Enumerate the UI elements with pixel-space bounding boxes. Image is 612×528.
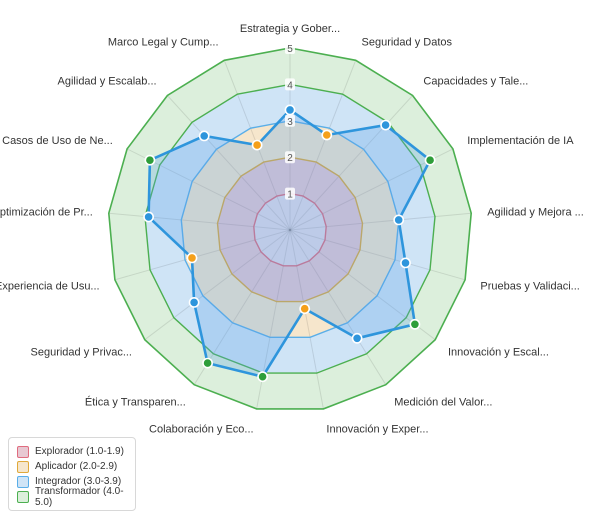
tick-label-bg xyxy=(285,151,295,164)
data-point xyxy=(393,214,405,226)
axis-label: Implementación de IA xyxy=(467,135,574,147)
axis-spoke xyxy=(144,229,291,341)
axis-label: Innovación y Escal... xyxy=(448,347,549,359)
data-point xyxy=(188,296,200,308)
legend-label: Aplicador (2.0-2.9) xyxy=(35,461,118,472)
axis-label: Colaboración y Eco... xyxy=(149,424,254,436)
axis-labels: Estrategia y Gober... Seguridad y DatosCa… xyxy=(0,23,584,436)
tick-label-bg xyxy=(285,187,295,200)
axis-label: Marco Legal y Cump... xyxy=(108,37,219,49)
data-point xyxy=(251,139,263,151)
axis-label: Agilidad y Escalab... xyxy=(58,76,157,88)
series-area xyxy=(147,108,432,379)
tick-label-bg xyxy=(285,42,295,54)
legend-swatch xyxy=(17,445,29,458)
legend-item-aplicador[interactable]: Aplicador (2.0-2.9) xyxy=(17,459,127,474)
legend-label: Integrador (3.0-3.9) xyxy=(35,476,122,487)
data-point xyxy=(400,257,411,269)
axis-label: Capacidades y Tale... xyxy=(423,76,528,88)
data-point xyxy=(409,318,421,330)
axis-spoke xyxy=(289,229,466,281)
data-point xyxy=(202,357,213,369)
data-point xyxy=(144,154,156,166)
level-ring xyxy=(144,83,436,374)
level-ring xyxy=(216,156,364,303)
axis-label: Pruebas y Validaci... xyxy=(480,280,579,292)
axis-spoke xyxy=(289,229,387,385)
legend-swatch xyxy=(17,475,29,488)
axis-label: Experiencia de Usu... xyxy=(0,280,100,292)
legend-label: Explorador (1.0-1.9) xyxy=(35,446,124,457)
axis-label: Agilidad y Mejora ... xyxy=(487,206,584,218)
level-ring xyxy=(180,120,400,338)
axis-label: Medición del Valor... xyxy=(394,397,492,409)
axis-label: Optimización de Pr... xyxy=(0,206,93,218)
axis-label: Ética y Transparen... xyxy=(85,396,186,409)
legend-swatch xyxy=(17,460,29,473)
legend-item-integrador[interactable]: Integrador (3.0-3.9) xyxy=(17,474,127,489)
data-point xyxy=(143,211,154,223)
axis-spoke xyxy=(108,212,291,231)
data-point xyxy=(351,332,363,344)
level-rings xyxy=(107,47,473,410)
axis-spoke xyxy=(289,212,472,231)
data-point xyxy=(257,371,268,383)
tick-label: 4 xyxy=(287,80,293,91)
axis-spoke xyxy=(167,95,291,231)
axis-label: Innovación y Exper... xyxy=(326,424,428,436)
tick-label: 3 xyxy=(287,117,293,128)
tick-label: 1 xyxy=(287,190,293,201)
data-point xyxy=(424,154,436,166)
legend-item-explorador[interactable]: Explorador (1.0-1.9) xyxy=(17,444,127,459)
data-point xyxy=(299,303,311,315)
axis-spokes xyxy=(108,48,472,409)
legend: Explorador (1.0-1.9) Aplicador (2.0-2.9)… xyxy=(8,437,136,511)
axis-label: Estrategia y Gober... xyxy=(240,23,340,35)
data-point xyxy=(198,130,210,142)
axis-spoke xyxy=(289,60,357,231)
tick-label-bg xyxy=(285,114,295,127)
legend-label: Transformador (4.0-5.0) xyxy=(35,485,124,508)
axis-label: Casos de Uso de Ne... xyxy=(2,135,113,147)
core-band xyxy=(253,193,327,266)
level-ring xyxy=(253,192,327,267)
data-point xyxy=(321,129,333,141)
tick-label-bg xyxy=(285,78,295,91)
axis-spoke xyxy=(289,95,413,231)
data-point xyxy=(186,252,198,264)
axis-spoke xyxy=(289,229,324,409)
legend-item-transformador[interactable]: Transformador (4.0-5.0) xyxy=(17,486,127,508)
tick-label: 5 xyxy=(287,44,293,55)
axis-label: Seguridad y Datos xyxy=(362,37,453,49)
tick-label: 2 xyxy=(287,153,293,164)
outer-ring xyxy=(107,47,473,410)
data-point xyxy=(284,104,296,116)
score-series xyxy=(143,104,436,383)
axis-spoke xyxy=(114,229,291,281)
data-point xyxy=(380,119,391,131)
radial-tick-labels: 1 2 3 4 5 xyxy=(285,42,295,201)
legend-swatch xyxy=(17,490,29,503)
axis-label: Seguridad y Privac... xyxy=(31,347,133,359)
